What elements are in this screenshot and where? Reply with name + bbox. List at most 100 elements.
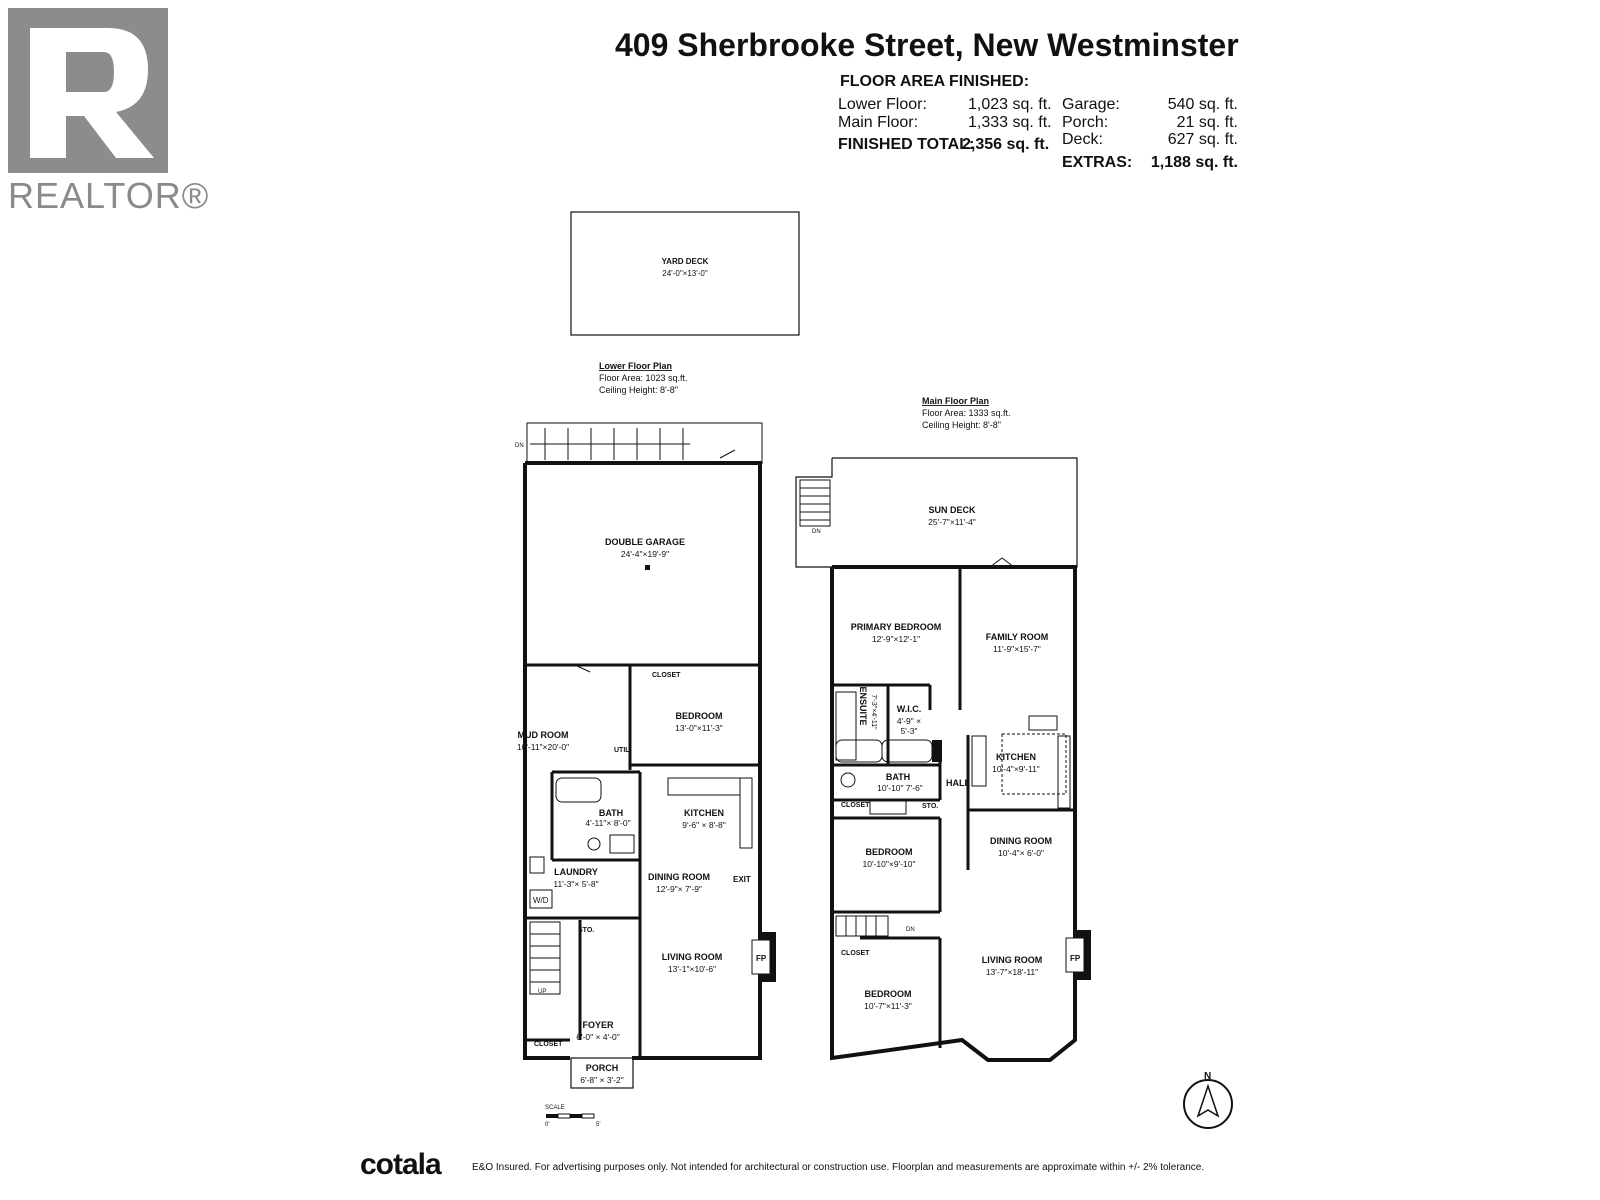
sun-deck-dim: 25'-7"×11'-4" [928, 517, 976, 527]
scale-zero: 0' [545, 1122, 549, 1128]
porch-value: 21 sq. ft. [1176, 114, 1238, 131]
main-stairs-dn-label: DN [906, 927, 915, 933]
realtor-wordmark: REALTOR® [8, 175, 210, 216]
property-address-title: 409 Sherbrooke Street, New Westminster [615, 27, 1239, 63]
mud-room-name: MUD ROOM [518, 730, 569, 740]
lower-kitchen-name: KITCHEN [684, 808, 724, 818]
laundry-dim: 11'-3"× 5'-8" [553, 879, 598, 889]
porch-name: PORCH [586, 1063, 619, 1073]
lower-toilet [587, 837, 601, 851]
main-interior-stairs [835, 915, 889, 937]
lower-dn-label: DN [515, 443, 524, 449]
main-exterior-walls [830, 565, 1077, 1062]
lower-floor-value: 1,023 sq. ft. [968, 96, 1052, 113]
family-room-dim: 11'-9"×15'-7" [993, 644, 1041, 654]
primary-bedroom-dim: 12'-9"×12'-1" [872, 634, 920, 644]
finished-total-value: 2,356 sq. ft. [962, 136, 1050, 153]
main-closet-label: CLOSET [841, 802, 870, 809]
lower-dining-dim: 12'-9"× 7'-9" [656, 884, 702, 894]
lower-living-dim: 13'-1"×10'-6" [668, 964, 716, 974]
lower-bath-sink [609, 834, 635, 854]
yard-deck-outline [570, 211, 800, 336]
bedroom1-dim: 10'-10"×9'-10" [863, 859, 916, 869]
scale-bar [546, 1113, 595, 1119]
kitchen-counter-left [971, 735, 987, 787]
main-closet2-label: CLOSET [841, 950, 870, 957]
ensuite-shower [835, 691, 857, 761]
lower-sto-label: STO. [578, 927, 594, 934]
wic-dim-b: 5'-3" [901, 726, 918, 736]
main-plan-title: Main Floor Plan [922, 396, 989, 406]
family-room-name: FAMILY ROOM [986, 632, 1049, 642]
floor-area-header: FLOOR AREA FINISHED: [840, 73, 1030, 90]
scale-five: 5' [596, 1122, 600, 1128]
washer-dryer [529, 889, 553, 909]
util-label: UTIL. [614, 747, 632, 754]
garage-value: 540 sq. ft. [1167, 96, 1238, 113]
main-bath-vanity [869, 799, 907, 815]
lower-floor-label: Lower Floor: [838, 96, 927, 113]
deck-value: 627 sq. ft. [1167, 131, 1238, 148]
disclaimer-text: E&O Insured. For advertising purposes on… [472, 1162, 1205, 1173]
lower-porch-outline [570, 1057, 634, 1089]
scale-label: SCALE [545, 1105, 565, 1111]
kitchen-island [1001, 733, 1067, 795]
exit-label: EXIT [733, 875, 751, 884]
lower-bath-dim: 4'-11"× 8'-0" [585, 818, 630, 828]
bedroom2-dim: 10'-7"×11'-3" [864, 1001, 912, 1011]
lower-closet-label: CLOSET [652, 672, 681, 679]
lower-rear-stairs [526, 422, 763, 464]
main-floor-label: Main Floor: [838, 114, 919, 131]
lower-dining-name: DINING ROOM [648, 872, 710, 882]
deck-label: Deck: [1062, 131, 1103, 148]
main-living-dim: 13'-7"×18'-11" [986, 967, 1038, 977]
lower-plan-title: Lower Floor Plan [599, 361, 672, 371]
mud-room-dim: 10'-11"×20'-0" [517, 742, 569, 752]
lower-kitchen-dim: 9'-6" × 8'-8" [682, 820, 726, 830]
main-dining-name: DINING ROOM [990, 836, 1052, 846]
finished-total-label: FINISHED TOTAL: [838, 136, 975, 153]
sun-deck-stairs [799, 479, 831, 527]
lower-bath-name: BATH [599, 808, 623, 818]
north-compass-icon [1183, 1079, 1233, 1129]
foyer-closet-label: CLOSET [534, 1041, 563, 1048]
main-kitchen-name: KITCHEN [996, 752, 1036, 762]
wic-name: W.I.C. [897, 704, 922, 714]
main-fp-label: FP [1070, 954, 1081, 963]
lower-bedroom-dim: 13'-0"×11'-3" [675, 723, 723, 733]
yard-deck-dim: 24'-0"×13'-0" [662, 269, 708, 278]
lower-interior-walls [525, 663, 760, 1058]
ensuite-dim: 7'-3"×4'-11" [870, 694, 877, 730]
wd-label: W/D [533, 896, 549, 905]
garage-center-mark [645, 565, 650, 570]
sun-deck-name: SUN DECK [928, 505, 976, 515]
lower-plan-ceiling: Ceiling Height: 8'-8" [599, 385, 678, 395]
lower-exterior-walls [523, 461, 762, 1060]
bedroom1-name: BEDROOM [866, 847, 913, 857]
sun-deck-door-swing [989, 557, 1015, 568]
laundry-name: LAUNDRY [554, 867, 598, 877]
main-bath-dim: 10'-10" 7'-6" [877, 783, 923, 793]
lower-bedroom-name: BEDROOM [676, 711, 723, 721]
cotala-logo: cotala [360, 1148, 442, 1181]
lower-up-label: UP [538, 989, 546, 995]
lower-fp-label: FP [756, 954, 767, 963]
hall-label: HALL [946, 778, 970, 788]
porch-label: Porch: [1062, 114, 1109, 131]
lower-interior-stairs [529, 921, 561, 995]
main-dining-dim: 10'-4"× 6'-0" [998, 848, 1044, 858]
double-garage-dim: 24'-4"×19'-9" [621, 549, 669, 559]
kitchen-counter-right [1057, 735, 1071, 809]
extras-label: EXTRAS: [1062, 154, 1133, 171]
ensuite-name: ENSUITE [858, 686, 868, 725]
main-floor-value: 1,333 sq. ft. [968, 114, 1052, 131]
lower-living-name: LIVING ROOM [662, 952, 723, 962]
main-sto-label: STO. [922, 803, 938, 810]
wic-dim-a: 4'-9" × [897, 716, 921, 726]
lower-kitchen-counter [667, 777, 741, 796]
bedroom2-name: BEDROOM [865, 989, 912, 999]
main-kitchen-dim: 10'-4"×9'-11" [992, 764, 1040, 774]
compass-north-label: N [1204, 1071, 1211, 1082]
porch-dim: 6'-8" × 3'-2" [580, 1075, 624, 1085]
